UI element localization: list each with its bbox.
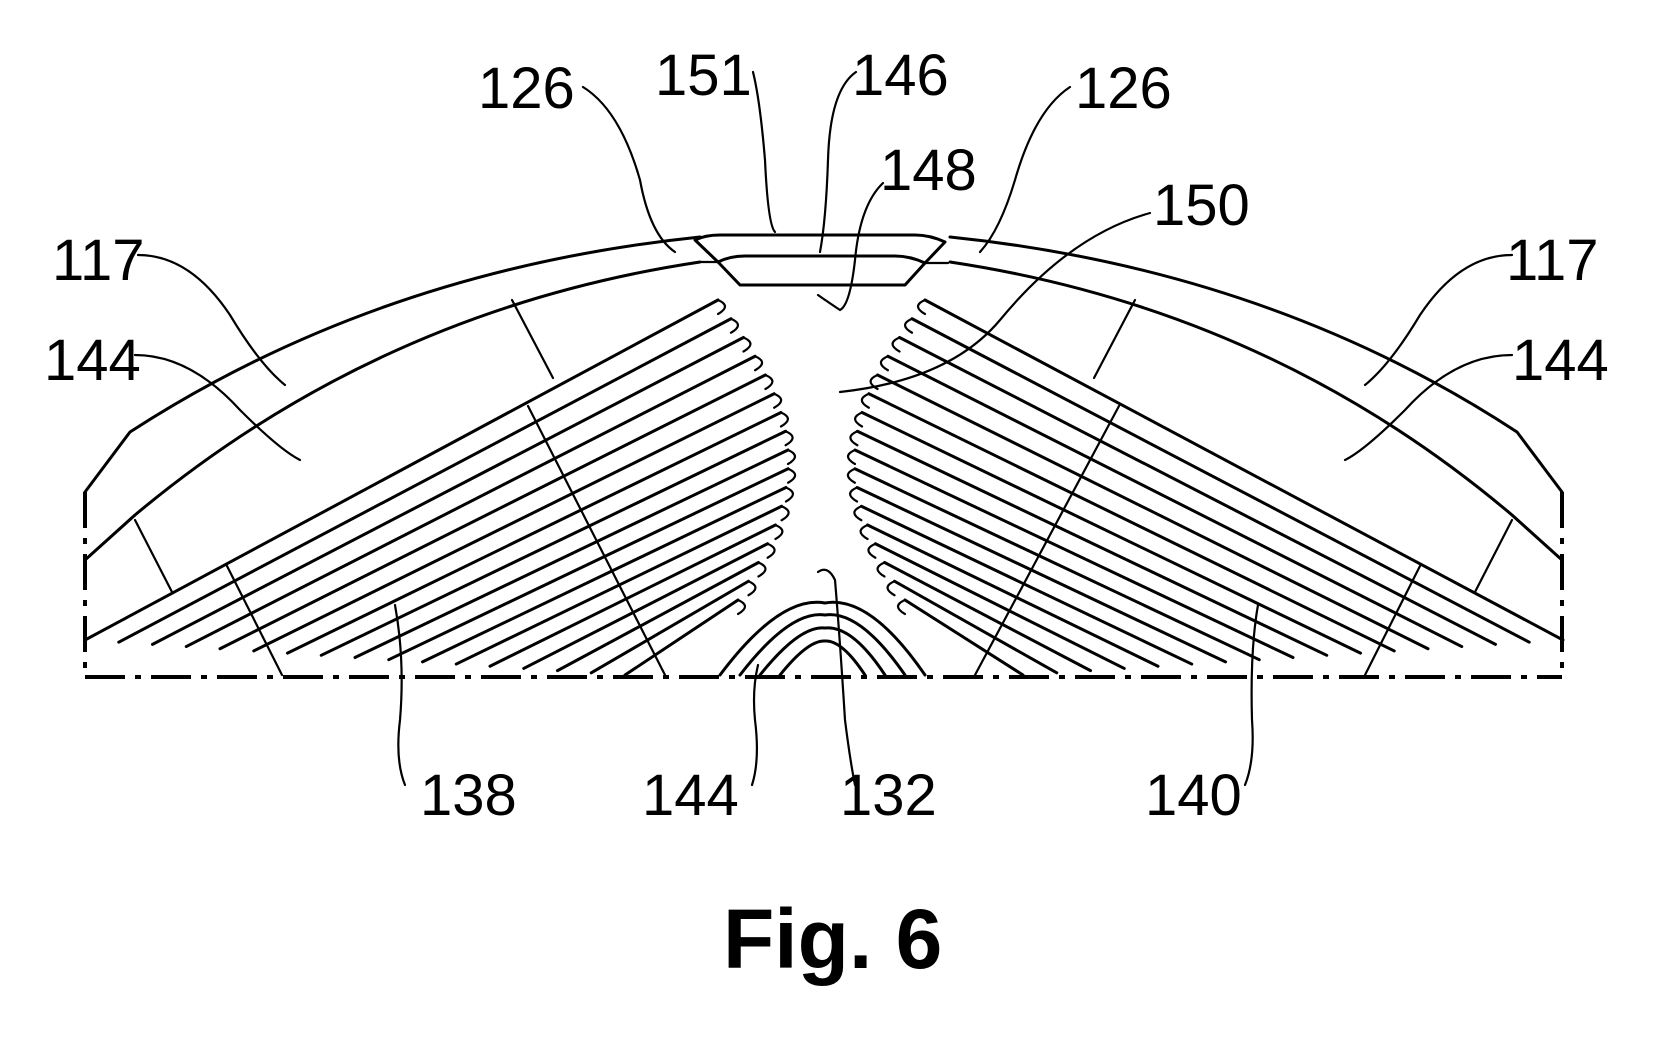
winding-line bbox=[184, 354, 757, 649]
winding-turn bbox=[774, 523, 784, 541]
winding-turn bbox=[848, 486, 859, 503]
label-126-right: 126 bbox=[1075, 56, 1172, 121]
winding-line bbox=[903, 598, 1025, 677]
label-132: 132 bbox=[840, 763, 937, 828]
bottom-arch bbox=[718, 600, 927, 677]
winding-turn bbox=[784, 486, 795, 503]
label-144-bottom: 144 bbox=[642, 763, 739, 828]
winding-line bbox=[319, 429, 788, 657]
winding-turn bbox=[757, 561, 767, 578]
winding-turn bbox=[779, 411, 790, 428]
winding-turn bbox=[849, 430, 859, 447]
winding-line bbox=[853, 448, 1295, 659]
winding-line bbox=[286, 411, 783, 655]
outer-shell bbox=[83, 235, 1564, 562]
left-winding-bundle bbox=[83, 298, 797, 677]
winding-turn bbox=[867, 542, 877, 559]
label-148: 148 bbox=[880, 138, 977, 203]
label-144-left: 144 bbox=[44, 328, 141, 393]
winding-line bbox=[859, 504, 1194, 666]
winding-line bbox=[860, 411, 1362, 655]
winding-line bbox=[353, 448, 790, 659]
winding-line bbox=[117, 317, 733, 644]
winding-turn bbox=[729, 317, 740, 334]
winding-turn bbox=[780, 505, 790, 522]
winding-line bbox=[252, 392, 776, 653]
winding-line bbox=[867, 392, 1396, 653]
label-151: 151 bbox=[655, 43, 752, 108]
winding-line bbox=[855, 429, 1329, 657]
label-126-left: 126 bbox=[478, 56, 575, 121]
winding-turn bbox=[853, 505, 863, 522]
winding-turn bbox=[859, 523, 869, 541]
winding-turn bbox=[891, 336, 901, 353]
figure-caption: Fig. 6 bbox=[723, 892, 942, 986]
reference-labels: 117 144 126 151 146 148 126 150 117 144 … bbox=[44, 43, 1609, 828]
label-140: 140 bbox=[1145, 763, 1242, 828]
winding-turn bbox=[846, 448, 857, 466]
winding-line bbox=[488, 523, 777, 668]
label-150: 150 bbox=[1153, 173, 1250, 238]
label-138: 138 bbox=[420, 763, 517, 828]
winding-line bbox=[873, 542, 1126, 670]
winding-line bbox=[923, 298, 1565, 642]
winding-turn bbox=[860, 392, 870, 409]
winding-line bbox=[866, 523, 1160, 668]
winding-turn bbox=[786, 467, 797, 484]
winding-line bbox=[218, 373, 767, 651]
winding-turn bbox=[736, 598, 747, 616]
winding-line bbox=[589, 579, 750, 675]
winding-turn bbox=[876, 561, 886, 578]
winding-line bbox=[893, 579, 1059, 675]
winding-line bbox=[522, 542, 770, 670]
winding-turn bbox=[896, 598, 907, 616]
winding-turn bbox=[753, 355, 764, 372]
label-117-left: 117 bbox=[52, 228, 144, 293]
winding-turn bbox=[886, 580, 896, 597]
radial-lines bbox=[133, 298, 1514, 677]
label-117-right: 117 bbox=[1506, 228, 1598, 293]
label-144-right: 144 bbox=[1512, 328, 1609, 393]
winding-line bbox=[855, 486, 1227, 664]
winding-line bbox=[556, 561, 760, 673]
winding-line bbox=[421, 486, 788, 664]
winding-turn bbox=[853, 411, 864, 428]
winding-turn bbox=[916, 298, 927, 316]
winding-line bbox=[151, 336, 745, 646]
winding-turn bbox=[879, 355, 890, 372]
winding-turn bbox=[764, 373, 774, 391]
winding-line bbox=[853, 467, 1261, 662]
winding-line bbox=[623, 598, 740, 677]
winding-turn bbox=[786, 448, 797, 466]
winding-line bbox=[83, 298, 720, 642]
winding-line bbox=[387, 467, 790, 662]
winding-turn bbox=[784, 430, 794, 447]
winding-turn bbox=[846, 467, 857, 484]
winding-turn bbox=[903, 317, 914, 334]
winding-line bbox=[876, 373, 1430, 651]
leader-lines bbox=[133, 70, 1514, 787]
winding-line bbox=[898, 336, 1497, 646]
right-winding-bundle bbox=[846, 298, 1565, 677]
winding-turn bbox=[742, 336, 752, 353]
winding-line bbox=[910, 317, 1531, 644]
label-146: 146 bbox=[852, 43, 949, 108]
winding-turn bbox=[747, 580, 757, 597]
central-cap bbox=[693, 233, 950, 287]
winding-turn bbox=[766, 542, 776, 559]
winding-line bbox=[886, 354, 1464, 649]
winding-turn bbox=[716, 298, 727, 316]
winding-turn bbox=[773, 392, 783, 409]
winding-line bbox=[883, 561, 1092, 673]
